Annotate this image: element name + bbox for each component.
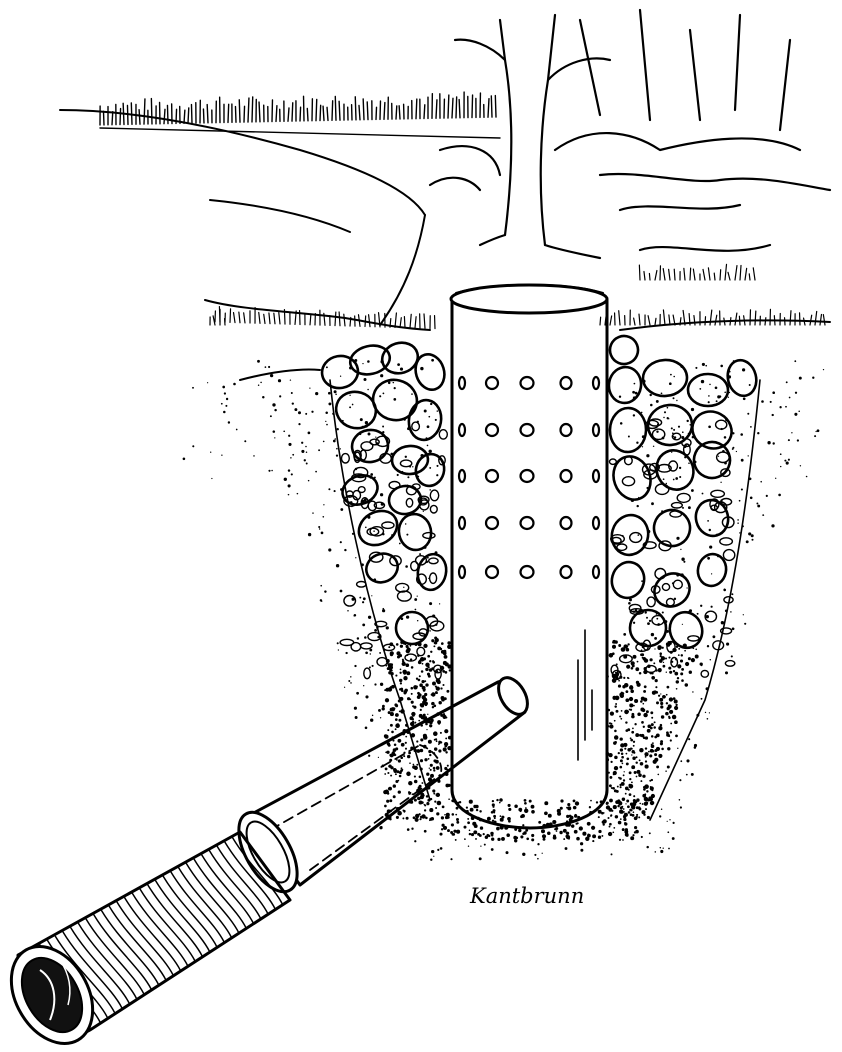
tree-icon [430,10,830,258]
well-pipe-icon [451,285,607,828]
drain-pipe-icon [227,673,533,901]
horizon-tree-line [100,92,500,138]
stones-icon [319,332,759,652]
caption: Kantbrunn [470,884,584,908]
perforation-holes [459,377,599,578]
gravel [340,419,735,679]
corrugated-pipe-icon [0,832,290,1052]
ground-surface [60,110,830,380]
